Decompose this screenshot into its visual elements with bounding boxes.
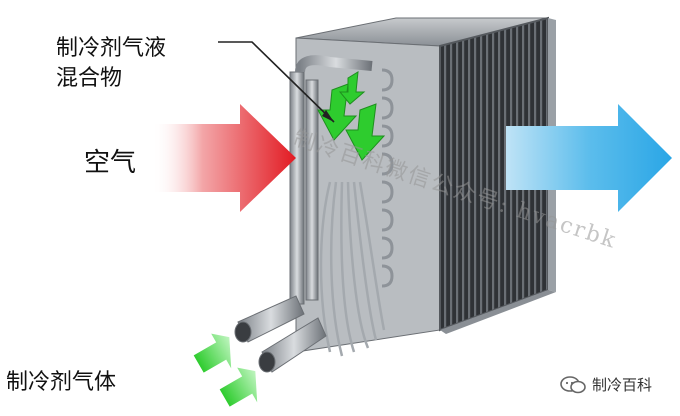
inlet-pipe bbox=[295, 55, 373, 73]
header-pipe-left bbox=[289, 71, 305, 305]
refrigerant-mix-label-line2: 混合物 bbox=[56, 66, 123, 91]
air-in-arrow bbox=[152, 104, 296, 212]
wechat-icon bbox=[560, 375, 586, 393]
leader-line bbox=[218, 41, 335, 123]
header-pipe-right bbox=[305, 79, 319, 301]
brand-name: 制冷百科 bbox=[592, 376, 653, 394]
outlet-pipes bbox=[234, 295, 327, 373]
u-bend-row bbox=[381, 68, 394, 288]
refrigerant-out-arrows bbox=[193, 333, 258, 407]
leader-line-head bbox=[322, 110, 334, 122]
refrigerant-in-arrows bbox=[317, 71, 386, 161]
distributor-tubes bbox=[319, 181, 386, 357]
refrigerant-gas-label: 制冷剂气体 bbox=[6, 370, 117, 395]
refrigerant-mix-label-line1: 制冷剂气液 bbox=[56, 36, 167, 61]
brand-badge: 制冷百科 bbox=[560, 374, 652, 395]
fin-frame-bottom bbox=[440, 290, 556, 334]
air-out-arrow bbox=[506, 104, 672, 212]
air-label: 空气 bbox=[84, 148, 137, 178]
